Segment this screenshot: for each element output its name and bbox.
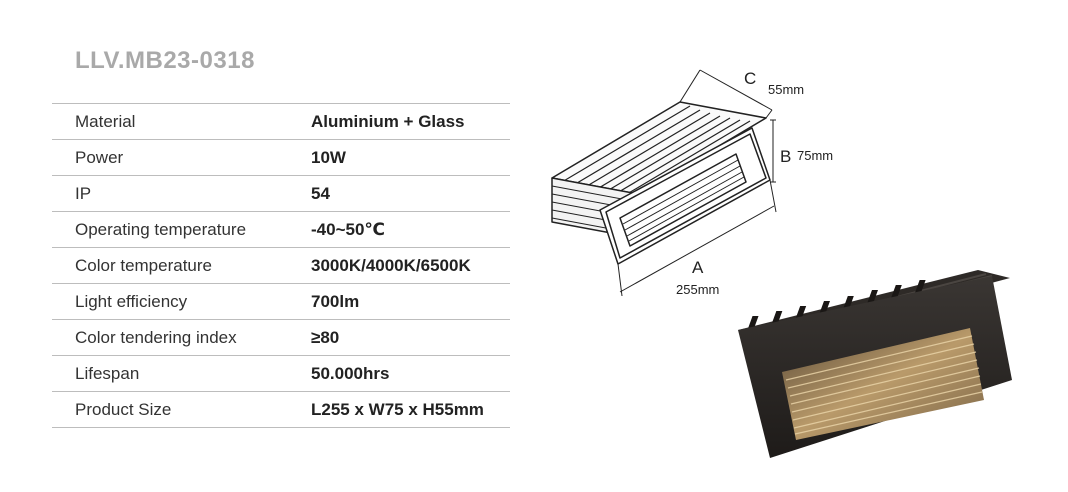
dim-c-letter: C [744,69,756,88]
spec-label: Light efficiency [75,291,188,311]
dim-b-letter: B [780,147,791,166]
dim-a-value: 255mm [676,282,719,297]
spec-value: 54 [311,183,330,203]
spec-value: Aluminium + Glass [311,111,465,131]
spec-row-color-temperature: Color temperature 3000K/4000K/6500K [52,248,510,284]
product-model-title: LLV.MB23-0318 [75,47,255,74]
spec-value: L255 x W75 x H55mm [311,399,484,419]
spec-value: 700lm [311,291,360,311]
spec-label: Power [75,147,124,167]
dimension-drawing: C 55mm B 75mm A 255mm [551,69,833,297]
spec-table: Material Aluminium + Glass Power 10W IP … [52,103,510,428]
spec-value: 3000K/4000K/6500K [311,255,471,275]
spec-label: Lifespan [75,363,140,383]
dim-a-letter: A [692,258,704,277]
spec-row-operating-temperature: Operating temperature -40~50℃ [52,212,510,248]
spec-label: Product Size [75,399,172,419]
spec-row-product-size: Product Size L255 x W75 x H55mm [52,392,510,428]
spec-row-color-rendering-index: Color tendering index ≥80 [52,320,510,356]
spec-row-lifespan: Lifespan 50.000hrs [52,356,510,392]
light-window [619,153,747,247]
photo-light-window [782,328,984,440]
spec-label: Material [75,111,136,131]
spec-label: IP [75,183,92,203]
heatsink-fins [561,105,751,198]
spec-value: 50.000hrs [311,363,390,383]
spec-label: Color temperature [75,255,213,275]
dim-c-value: 55mm [768,82,804,97]
spec-row-power: Power 10W [52,140,510,176]
spec-label: Color tendering index [75,327,237,347]
spec-value: 10W [311,147,346,167]
spec-row-ip: IP 54 [52,176,510,212]
spec-value: -40~50℃ [311,219,385,239]
dim-b-value: 75mm [797,148,833,163]
spec-label: Operating temperature [75,219,247,239]
product-photo [738,270,1012,458]
spec-row-light-efficiency: Light efficiency 700lm [52,284,510,320]
spec-value: ≥80 [311,327,340,347]
spec-row-material: Material Aluminium + Glass [52,104,510,140]
